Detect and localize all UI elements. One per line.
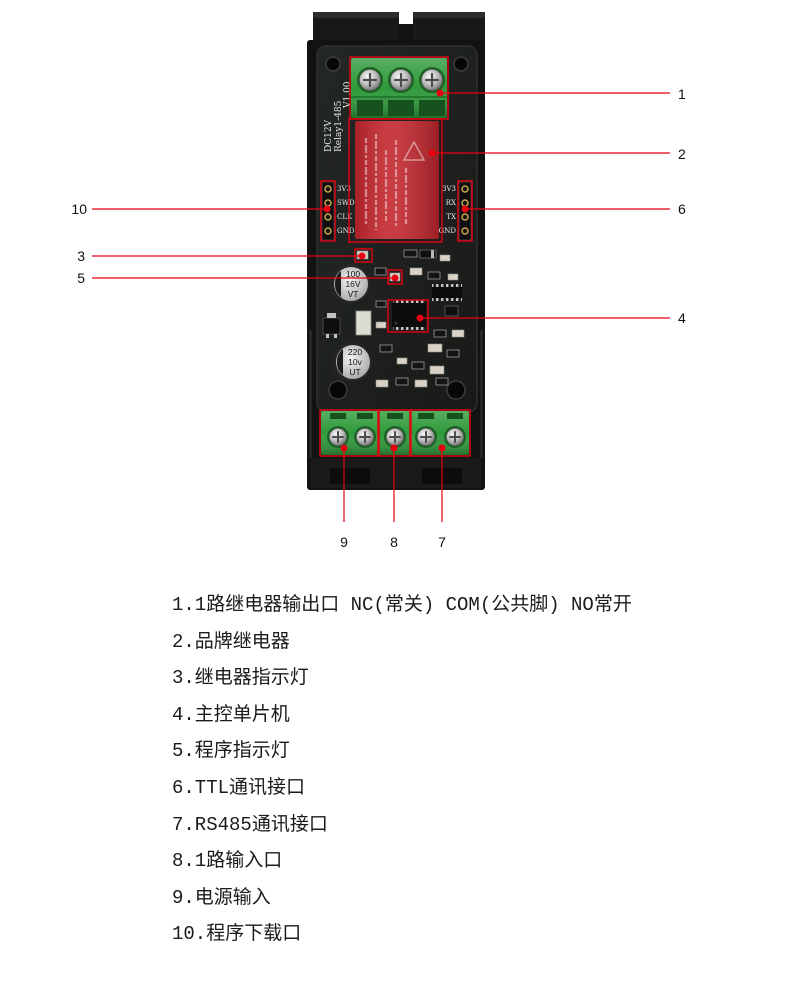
wire-entry	[419, 100, 445, 116]
capacitor-1-code: VT	[348, 289, 359, 299]
legend-item-9: 9.电源输入	[172, 886, 271, 909]
terminal-screw	[386, 65, 416, 95]
legend-item-5: 5.程序指示灯	[172, 740, 290, 763]
callout-number-10: 10	[71, 201, 87, 217]
header-pin	[461, 227, 469, 235]
wire-entry	[330, 413, 346, 419]
callout-number-7: 7	[438, 534, 446, 550]
ttl-pin-label: GND	[439, 227, 457, 235]
terminal-screw	[326, 425, 350, 449]
legend-item-4: 4.主控单片机	[172, 703, 290, 726]
swd-pin-label: 3V3	[337, 185, 351, 193]
ttl-pin-label: 3V3	[442, 185, 456, 193]
legend-item-8: 8.1路输入口	[172, 850, 283, 873]
legend-list: 1.1路继电器输出口 NC(常关) COM(公共脚) NO常开 2.品牌继电器 …	[172, 587, 632, 953]
ttl-pin-label: TX	[446, 213, 456, 221]
capacitor-1-value: 100	[346, 269, 360, 279]
callout-number-8: 8	[390, 534, 398, 550]
wire-entry	[357, 100, 383, 116]
wire-entry	[447, 413, 463, 419]
callout-8: 8	[390, 444, 398, 550]
wire-entry	[388, 100, 414, 116]
electrolytic-capacitor-1: 100 16V VT	[330, 264, 370, 304]
callout-1: 1	[436, 86, 686, 102]
callout-2: 2	[428, 146, 686, 162]
callout-7: 7	[438, 444, 446, 550]
silkscreen-model: Relay1-485	[334, 100, 344, 152]
silkscreen-version: V1.00	[343, 81, 353, 109]
header-pin	[324, 199, 332, 207]
highlight-mcu	[387, 299, 429, 333]
transistor	[444, 305, 459, 317]
silkscreen-power: DC12V	[324, 119, 334, 152]
callout-number-6: 6	[678, 201, 686, 217]
diode	[419, 249, 437, 259]
highlight-relay	[348, 118, 443, 243]
callout-number-1: 1	[678, 86, 686, 102]
callout-9: 9	[340, 444, 348, 550]
header-pin	[324, 213, 332, 221]
highlight-swd-header	[320, 180, 336, 242]
terminal-screw	[355, 65, 385, 95]
callout-number-2: 2	[678, 146, 686, 162]
electrolytic-capacitor-2: 220 10v UT	[332, 342, 372, 382]
swd-pin-label: CLK	[337, 213, 353, 221]
capacitor-1-voltage: 16V	[345, 279, 360, 289]
relay-marking	[364, 134, 408, 230]
terminal-screw	[414, 425, 438, 449]
callout-3: 3	[77, 248, 366, 264]
mounting-hole	[446, 380, 466, 400]
capacitor-2-code: UT	[349, 367, 360, 377]
relay-output-terminal-block	[351, 58, 447, 118]
highlight-power-input	[319, 409, 379, 457]
header-pin	[461, 199, 469, 207]
ttl-serial-header: 3V3 RX TX GND	[439, 181, 472, 241]
voltage-regulator	[322, 313, 341, 338]
mounting-hole	[453, 56, 469, 72]
mounting-hole	[328, 380, 348, 400]
relay-logo	[402, 140, 426, 161]
callout-6: 6	[461, 201, 686, 217]
capacitor-2-value: 220	[348, 347, 362, 357]
ttl-pin-label: RX	[446, 199, 456, 207]
header-pin	[461, 213, 469, 221]
highlight-program-led	[387, 269, 403, 285]
callout-number-9: 9	[340, 534, 348, 550]
inductor	[355, 310, 372, 336]
capacitor-2-voltage: 10v	[348, 357, 362, 367]
terminal-screw	[417, 65, 447, 95]
legend-item-10: 10.程序下载口	[172, 923, 302, 946]
terminal-screw	[443, 425, 467, 449]
swd-pin-label: SWD	[337, 199, 355, 207]
highlight-boxes	[319, 56, 473, 457]
legend-item-2: 2.品牌继电器	[172, 630, 290, 653]
swd-pin-label: GND	[337, 227, 355, 235]
header-pin	[324, 185, 332, 193]
callout-number-4: 4	[678, 310, 686, 326]
callout-number-3: 3	[77, 248, 85, 264]
wire-entry	[387, 413, 403, 419]
wire-entry	[418, 413, 434, 419]
highlight-rs485	[410, 409, 471, 457]
callout-10: 10	[71, 201, 331, 217]
mounting-hole	[325, 56, 341, 72]
highlight-ttl-header	[457, 180, 473, 242]
legend-item-6: 6.TTL通讯接口	[172, 776, 306, 799]
header-pin	[461, 185, 469, 193]
callout-4: 4	[416, 310, 686, 326]
wire-entry	[357, 413, 373, 419]
relay	[355, 121, 439, 239]
callout-number-5: 5	[77, 270, 85, 286]
legend-item-1: 1.1路继电器输出口 NC(常关) COM(公共脚) NO常开	[172, 594, 632, 616]
annotated-board-diagram: DC12V Relay1-485 V1.00 3V3	[71, 12, 686, 550]
header-pin	[324, 227, 332, 235]
legend-item-7: 7.RS485通讯接口	[172, 813, 328, 836]
rs485-transceiver-chip	[432, 284, 462, 301]
callout-5: 5	[77, 270, 399, 286]
terminal-screw	[353, 425, 377, 449]
smd-passive-components	[374, 249, 465, 388]
legend-item-3: 3.继电器指示灯	[172, 667, 309, 690]
